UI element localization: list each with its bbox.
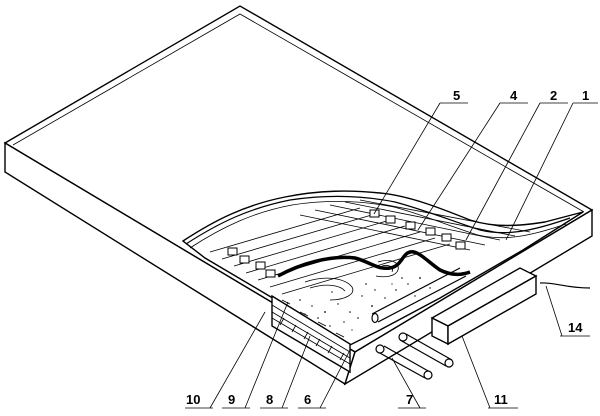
label-1: 1 <box>582 88 589 103</box>
label-6: 6 <box>304 392 311 407</box>
heat-pipe-loops <box>304 260 399 301</box>
power-cord <box>539 282 591 289</box>
label-11: 11 <box>494 392 508 407</box>
inner-tube <box>371 267 467 324</box>
leader-lines <box>185 102 598 409</box>
label-4: 4 <box>510 88 518 103</box>
layer-section <box>271 294 351 374</box>
cutaway <box>181 190 584 374</box>
label-9: 9 <box>228 392 235 407</box>
junction-box <box>430 267 538 346</box>
label-10: 10 <box>186 392 200 407</box>
fin-clamps <box>227 209 466 278</box>
label-7: 7 <box>406 392 413 407</box>
label-14: 14 <box>568 320 583 335</box>
heating-cable <box>277 250 471 278</box>
absorber-fins <box>209 199 531 295</box>
pipe-connectors <box>375 332 454 380</box>
part-labels: 5 4 2 1 10 9 8 6 7 11 14 <box>186 88 589 407</box>
label-5: 5 <box>453 88 460 103</box>
filler-material <box>299 277 431 331</box>
label-2: 2 <box>550 88 557 103</box>
label-8: 8 <box>266 392 273 407</box>
